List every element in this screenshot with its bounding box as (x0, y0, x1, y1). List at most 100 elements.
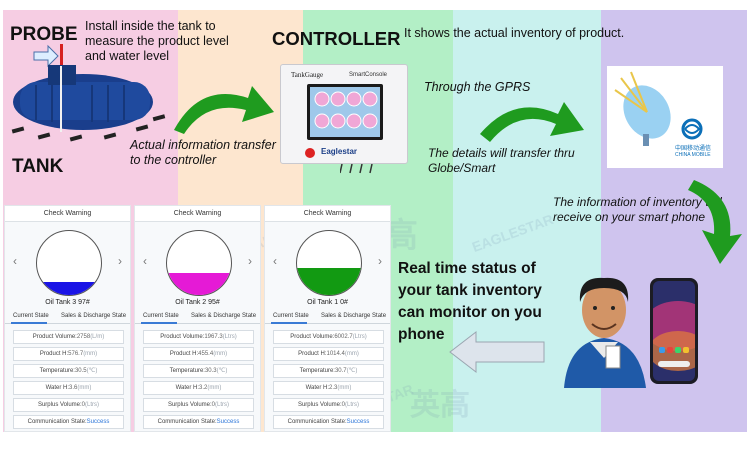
person-body-icon (564, 338, 646, 388)
tab-current-state[interactable]: Current State (13, 313, 49, 319)
status-unit: (mm) (77, 385, 92, 391)
device-cables-icon (340, 164, 373, 174)
check-warning-header[interactable]: Check Warning (5, 206, 130, 222)
device-logo: Eaglestar (321, 147, 358, 156)
status-value: Success (216, 419, 240, 425)
tab-sales-discharge[interactable]: Sales & Discharge State (61, 313, 127, 319)
tank-label: TANK (12, 156, 64, 177)
realtime-headline: Real time status of your tank inventory … (398, 260, 542, 343)
status-value: 0 (211, 402, 216, 408)
status-row: Surplus Volume:0(Ltrs) (273, 398, 384, 412)
tab-sales-discharge[interactable]: Sales & Discharge State (191, 313, 257, 319)
status-label: Product H: (169, 351, 199, 357)
status-value: 0 (341, 402, 346, 408)
probe-rod-icon (60, 44, 63, 66)
status-row: Water H:2.3(mm) (273, 381, 384, 395)
status-unit: (L/m) (90, 334, 105, 340)
status-value: 455.4 (198, 351, 214, 357)
status-label: Communication State: (287, 419, 347, 425)
status-value: 1014.4 (326, 351, 345, 357)
status-label: Temperature: (169, 368, 205, 374)
tab-sales-discharge[interactable]: Sales & Discharge State (321, 313, 387, 319)
status-row: Communication State:Success (273, 415, 384, 429)
status-label: Product Volume: (160, 334, 205, 340)
status-unit: (℃) (346, 368, 358, 374)
chevron-right-icon[interactable]: › (248, 254, 252, 268)
status-row: Temperature:30.5(℃) (13, 364, 124, 378)
status-value: 6002.7 (334, 334, 353, 340)
satellite-dish-icon (614, 71, 671, 146)
status-label: Temperature: (39, 368, 75, 374)
status-unit: (Ltrs) (345, 402, 360, 408)
status-label: Water H: (305, 385, 330, 391)
status-label: Surplus Volume: (167, 402, 212, 408)
check-warning-header[interactable]: Check Warning (265, 206, 390, 222)
status-unit: (mm) (337, 385, 352, 391)
status-row: Communication State:Success (143, 415, 254, 429)
status-value: Success (346, 419, 370, 425)
active-tab-indicator (141, 322, 177, 324)
carrier-transfer-note: The details will transfer thru Globe/Sma… (428, 146, 575, 175)
status-row: Product H:455.4(mm) (143, 347, 254, 361)
status-label: Communication State: (27, 419, 87, 425)
status-row: Temperature:30.7(℃) (273, 364, 384, 378)
status-unit: (℃) (86, 368, 98, 374)
china-mobile-logo-icon (681, 118, 703, 140)
device-brand: TankGauge (291, 71, 324, 79)
person-illustration (564, 277, 646, 388)
status-label: Product Volume: (290, 334, 335, 340)
status-value: 30.5 (74, 368, 87, 374)
controller-device: TankGauge SmartConsole Eaglestar (280, 64, 408, 164)
status-label: Product Volume: (32, 334, 77, 340)
probe-pointer-arrow-icon (33, 44, 59, 68)
status-unit: (mm) (344, 351, 359, 357)
curved-arrow-icon (174, 86, 274, 134)
status-row: Surplus Volume:0(Ltrs) (143, 398, 254, 412)
transfer-note: Actual information transfer to the contr… (130, 138, 276, 167)
status-unit: (Ltrs) (352, 334, 367, 340)
gprs-note: Through the GPRS (424, 80, 531, 94)
status-row: Water H:3.2(mm) (143, 381, 254, 395)
tank-status-card: Check Warning ‹ › Oil Tank 3 97# Current… (4, 205, 131, 432)
status-unit: (℃) (216, 368, 228, 374)
tank-level-fill (167, 273, 231, 295)
card-tabs: Current State Sales & Discharge State (135, 310, 260, 324)
status-value: 30.7 (334, 368, 347, 374)
tank-name: Oil Tank 1 0# (307, 299, 348, 306)
status-row: Product Volume:6002.7(Ltrs) (273, 330, 384, 344)
chevron-right-icon[interactable]: › (118, 254, 122, 268)
status-unit: (mm) (213, 351, 228, 357)
tab-current-state[interactable]: Current State (143, 313, 179, 319)
status-row: Communication State:Success (13, 415, 124, 429)
tank-level-fill (297, 268, 361, 295)
active-tab-indicator (11, 322, 47, 324)
card-tabs: Current State Sales & Discharge State (5, 310, 130, 324)
tank-level-gauge (36, 230, 102, 296)
held-phone-icon (605, 345, 621, 369)
chevron-left-icon[interactable]: ‹ (143, 254, 147, 268)
receive-note: The information of inventory will receiv… (553, 195, 722, 224)
status-value: 3.2 (199, 385, 208, 391)
chevron-right-icon[interactable]: › (378, 254, 382, 268)
status-label: Surplus Volume: (37, 402, 82, 408)
card-tabs: Current State Sales & Discharge State (265, 310, 390, 324)
curved-arrow-icon (688, 180, 742, 264)
chevron-left-icon[interactable]: ‹ (13, 254, 17, 268)
tank-illustration (11, 44, 166, 142)
tank-name: Oil Tank 2 95# (175, 299, 220, 306)
check-warning-header[interactable]: Check Warning (135, 206, 260, 222)
status-unit: (Ltrs) (222, 334, 237, 340)
status-value: Success (86, 419, 110, 425)
probe-title: PROBE (10, 24, 78, 45)
chevron-left-icon[interactable]: ‹ (273, 254, 277, 268)
status-row: Product Volume:2758(L/m) (13, 330, 124, 344)
status-label: Communication State: (157, 419, 217, 425)
status-label: Product H: (298, 351, 327, 357)
tab-current-state[interactable]: Current State (273, 313, 309, 319)
active-tab-indicator (271, 322, 307, 324)
status-unit: (Ltrs) (85, 402, 100, 408)
status-row: Product H:576.7(mm) (13, 347, 124, 361)
status-value: 2758 (76, 334, 91, 340)
status-row: Temperature:30.3(℃) (143, 364, 254, 378)
smartphone-illustration (650, 278, 698, 384)
